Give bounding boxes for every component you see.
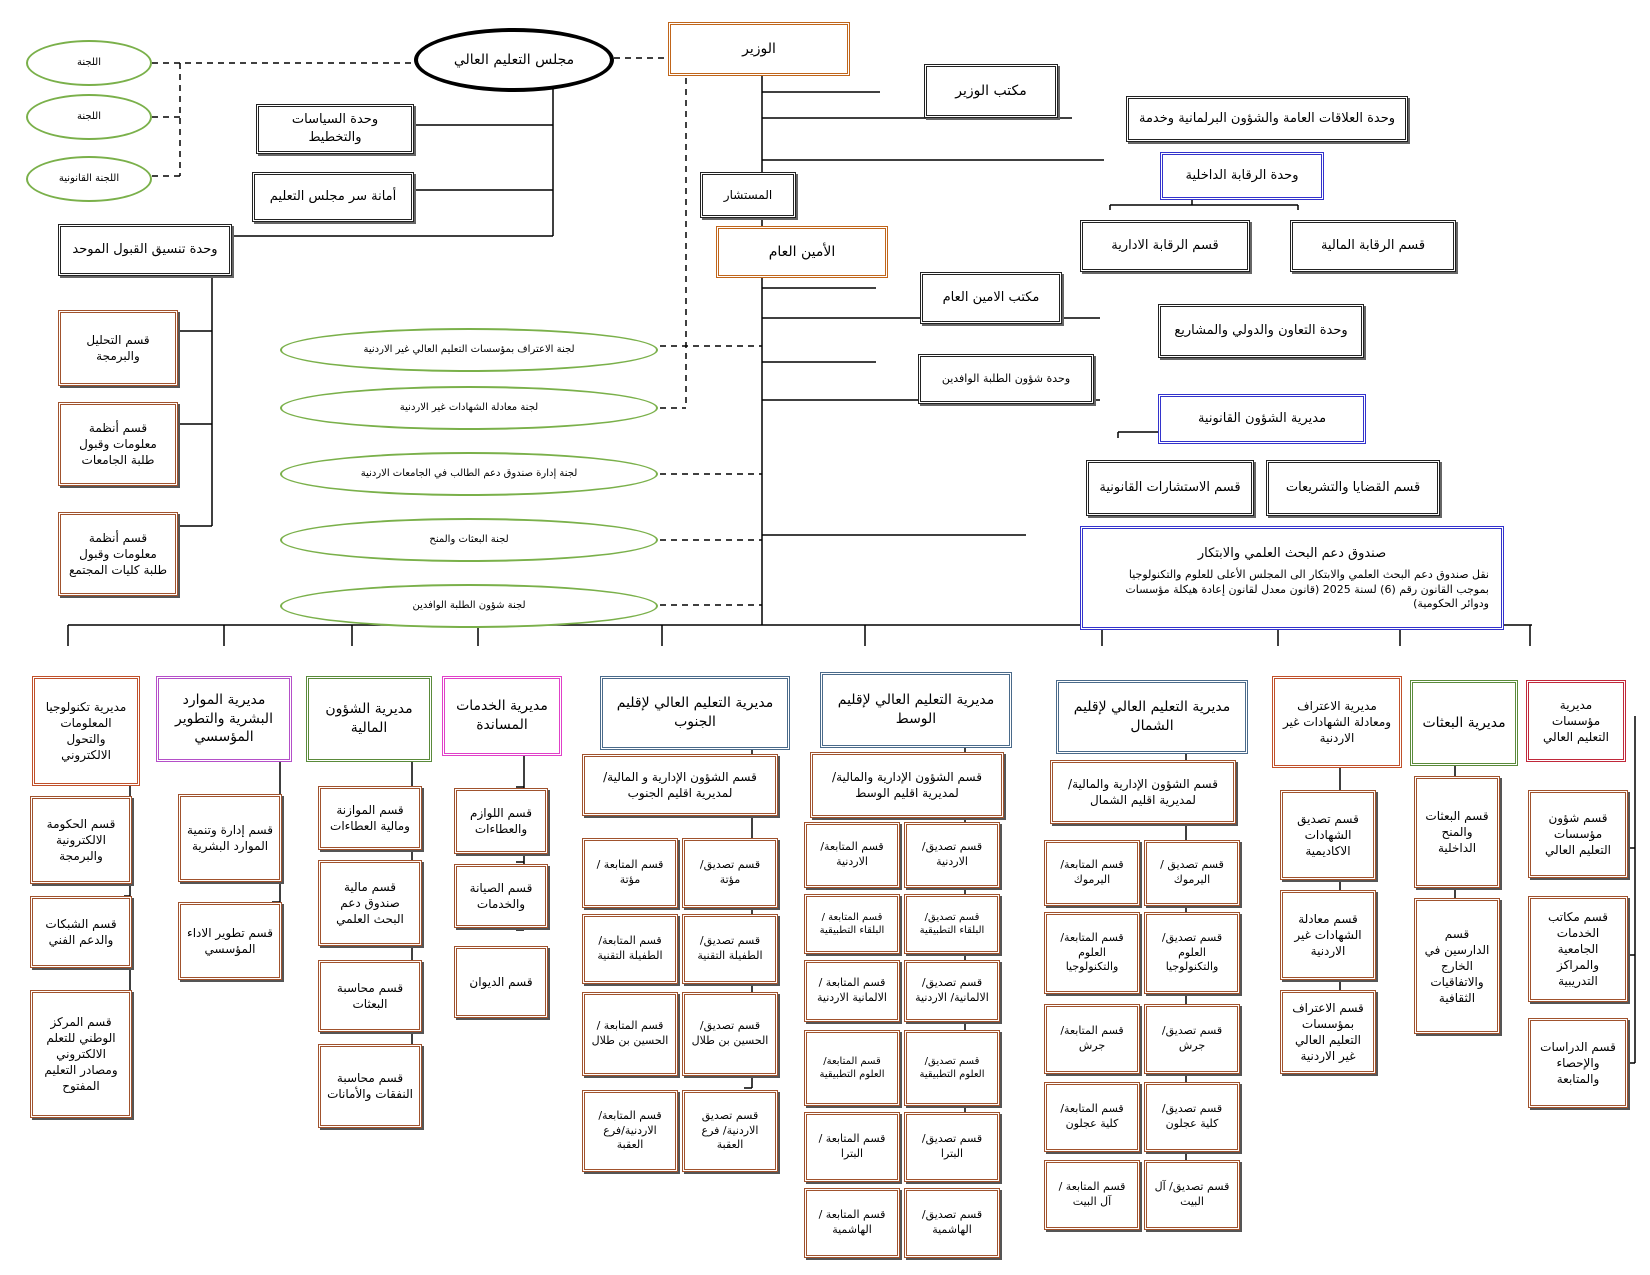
south-follow-hussein: قسم المتابعة / الحسين بن طلال [582,992,678,1076]
expat-students-unit: وحدة شؤون الطلبة الوافدين [918,354,1094,404]
middle-follow-hashemite: قسم المتابعة / الهاشمية [804,1188,900,1258]
north-certify-ajloun: قسم تصديق/ كلية عجلون [1144,1082,1240,1152]
missions-dept-internal: قسم البعثات والمنح الداخلية [1414,776,1500,888]
middle-certify-applied: قسم تصديق/ العلوم التطبيقية [904,1030,1000,1106]
finance-dept-expenses: قسم محاسبة النفقات والأمانات [318,1044,422,1128]
north-admin-dept: قسم الشؤون الإدارية والمالية/لمديرية اقل… [1050,760,1236,824]
inst-dept-affairs: قسم شؤون مؤسسات التعليم العالي [1528,790,1628,878]
middle-certify-jordan: قسم تصديق/ الاردنية [904,822,1000,888]
missions-directorate: مديرية البعثات [1410,680,1518,766]
legal-committee: اللجنة القانونية [26,156,152,202]
legal-directorate: مديرية الشؤون القانونية [1158,394,1366,444]
it-dept-egov: قسم الحكومة الالكترونية والبرمجة [30,796,132,884]
north-follow-ajloun: قسم المتابعة/ كلية عجلون [1044,1082,1140,1152]
hr-directorate: مديرية الموارد البشرية والتطوير المؤسسي [156,676,292,762]
committee-recognition: لجنة الاعتراف بمؤسسات التعليم العالي غير… [280,328,658,372]
south-certify-hussein: قسم تصديق/ الحسين بن طلال [682,992,778,1076]
legal-consult-dept: قسم الاستشارات القانونية [1086,460,1254,516]
it-dept-elearning: قسم المركز الوطني للتعلم الالكتروني ومصا… [30,990,132,1118]
middle-follow-applied: قسم المتابعة/ العلوم التطبيقية [804,1030,900,1106]
south-certify-mutah: قسم تصديق/ مؤتة [682,838,778,908]
internal-audit-unit: وحدة الرقابة الداخلية [1160,152,1324,200]
middle-certify-german: قسم تصديق/ الالمانية/ الاردنية [904,960,1000,1022]
recog-dept-institutions: قسم الاعتراف بمؤسسات التعليم العالي غير … [1280,990,1376,1074]
south-follow-tafila: قسم المتابعة/ الطفيلة التقنية [582,914,678,984]
south-admin-dept: قسم الشؤون الإدارية و المالية/ لمديرية ا… [582,754,778,816]
south-certify-aqaba: قسم تصديق الاردنية/ فرع العقبة [682,1090,778,1172]
finance-dept-missions: قسم محاسبة البعثات [318,960,422,1032]
services-dept-maintenance: قسم الصيانة والخدمات [454,864,548,928]
north-certify-jerash: قسم تصديق/ جرش [1144,1004,1240,1074]
advisor-box: المستشار [700,172,796,218]
higher-education-council: مجلس التعليم العالي [414,28,614,92]
finance-dept-budget: قسم الموازنة ومالية العطاءات [318,786,422,850]
south-directorate: مديرية التعليم العالي لإقليم الجنوب [600,676,790,750]
admin-audit-dept: قسم الرقابة الادارية [1080,220,1250,272]
research-fund-box: صندوق دعم البحث العلمي والابتكار نقل صند… [1080,526,1504,630]
legal-cases-dept: قسم القضايا والتشريعات [1266,460,1440,516]
secretary-general-box: الأمين العام [716,226,888,278]
recog-dept-equivalency: قسم معادلة الشهادات غير الاردنية [1280,890,1376,980]
financial-audit-dept: قسم الرقابة المالية [1290,220,1456,272]
committee-expat-students: لجنة شؤون الطلبة الوافدين [280,584,658,628]
services-directorate: مديرية الخدمات المساندة [442,676,562,756]
committee-2: اللجنة [26,94,152,140]
recog-dept-certify: قسم تصديق الشهادات الاكاديمية [1280,790,1376,880]
north-directorate: مديرية التعليم العالي لإقليم الشمال [1056,680,1248,754]
sg-office: مكتب الامين العام [920,272,1062,324]
recognition-directorate: مديرية الاعتراف ومعادلة الشهادات غير الا… [1272,676,1402,768]
north-certify-just: قسم تصديق/ العلوم والتكنولوجيا [1144,912,1240,994]
unified-admission-unit: وحدة تنسيق القبول الموحد [58,224,232,276]
middle-certify-hashemite: قسم تصديق/ الهاشمية [904,1188,1000,1258]
middle-admin-dept: قسم الشؤون الإدارية والمالية/ لمديرية اق… [810,752,1004,818]
north-follow-albayt: قسم المتابعة / آل البيت [1044,1160,1140,1230]
analysis-programming-dept: قسم التحليل والبرمجة [58,310,178,386]
research-fund-note: نقل صندوق دعم البحث العلمي والابتكار الى… [1125,568,1489,610]
council-secretariat: أمانة سر مجلس التعليم [252,172,414,222]
middle-follow-petra: قسم المتابعة / البترا [804,1112,900,1182]
middle-follow-german: قسم المتابعة / الالمانية الاردنية [804,960,900,1022]
minister-office: مكتب الوزير [924,64,1058,118]
middle-follow-jordan: قسم المتابعة/ الاردنية [804,822,900,888]
finance-dept-fund: قسم مالية صندوق دعم البحث العلمي [318,860,422,946]
committee-1: اللجنة [26,40,152,86]
policies-planning-unit: وحدة السياسات والتخطيط [256,104,414,154]
south-follow-aqaba: قسم المتابعة/ الاردنية/فرع العقبة [582,1090,678,1172]
minister-box: الوزير [668,22,850,76]
middle-certify-balqa: قسم تصديق/ البلقاء التطبيقية [904,894,1000,954]
missions-dept-abroad: قسم الدارسين في الخارج والاتفاقيات الثقا… [1414,898,1500,1034]
finance-directorate: مديرية الشؤون المالية [306,676,432,762]
university-info-dept: قسم أنظمة معلومات وقبول طلبة الجامعات [58,402,178,486]
college-info-dept: قسم أنظمة معلومات وقبول طلبة كليات المجت… [58,512,178,596]
north-follow-yarmouk: قسم المتابعة/ اليرموك [1044,840,1140,906]
services-dept-diwan: قسم الديوان [454,946,548,1018]
north-follow-jerash: قسم المتابعة/ جرش [1044,1004,1140,1074]
committee-missions-grants: لجنة البعثات والمنح [280,518,658,562]
north-follow-just: قسم المتابعة/ العلوم والتكنولوجيا [1044,912,1140,994]
middle-certify-petra: قسم تصديق/ البترا [904,1112,1000,1182]
research-fund-title: صندوق دعم البحث العلمي والابتكار [1197,545,1387,561]
hr-dept-performance: قسم تطوير الاداء المؤسسي [178,902,282,980]
south-certify-tafila: قسم تصديق/ الطفيلة التقنية [682,914,778,984]
south-follow-mutah: قسم المتابعة /مؤتة [582,838,678,908]
middle-directorate: مديرية التعليم العالي لإقليم الوسط [820,672,1012,748]
middle-follow-balqa: قسم المتابعة / البلقاء التطبيقية [804,894,900,954]
services-dept-supplies: قسم اللوازم والعطاءات [454,788,548,854]
cooperation-unit: وحدة التعاون والدولي والمشاريع [1158,304,1364,358]
north-certify-albayt: قسم تصديق/ آل البيت [1144,1160,1240,1230]
committee-equivalency: لجنة معادلة الشهادات غير الاردنية [280,386,658,430]
committee-student-fund: لجنة إدارة صندوق دعم الطالب في الجامعات … [280,452,658,496]
inst-dept-offices: قسم مكاتب الخدمات الجامعية والمراكز التد… [1528,896,1628,1002]
hr-dept-development: قسم إدارة وتنمية الموارد البشرية [178,794,282,882]
it-dept-networks: قسم الشبكات والدعم الفني [30,896,132,968]
north-certify-yarmouk: قسم تصديق /اليرموك [1144,840,1240,906]
inst-dept-studies: قسم الدراسات والإحصاء والمتابعة [1528,1018,1628,1108]
public-relations-unit: وحدة العلاقات العامة والشؤون البرلمانية … [1126,96,1408,142]
it-directorate: مديرية تكنولوجيا المعلومات والتحول الالك… [32,676,140,786]
institutions-directorate: مديرية مؤسسات التعليم العالي [1526,680,1626,762]
